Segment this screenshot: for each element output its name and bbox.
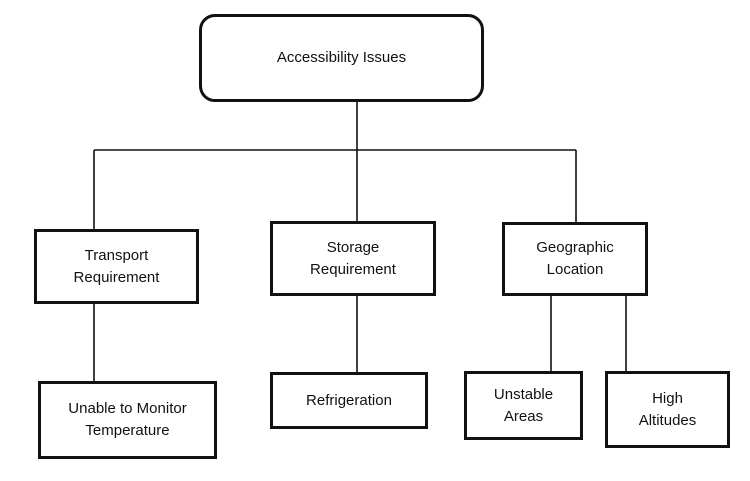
node-refrigeration: Refrigeration: [270, 372, 428, 429]
node-storage-requirement: Storage Requirement: [270, 221, 436, 296]
node-high-altitudes: High Altitudes: [605, 371, 730, 448]
node-transport-requirement: Transport Requirement: [34, 229, 199, 304]
node-geographic-location: Geographic Location: [502, 222, 648, 296]
node-unable-to-monitor-temperature: Unable to Monitor Temperature: [38, 381, 217, 459]
root-node-accessibility-issues: Accessibility Issues: [199, 14, 484, 102]
node-unstable-areas: Unstable Areas: [464, 371, 583, 440]
